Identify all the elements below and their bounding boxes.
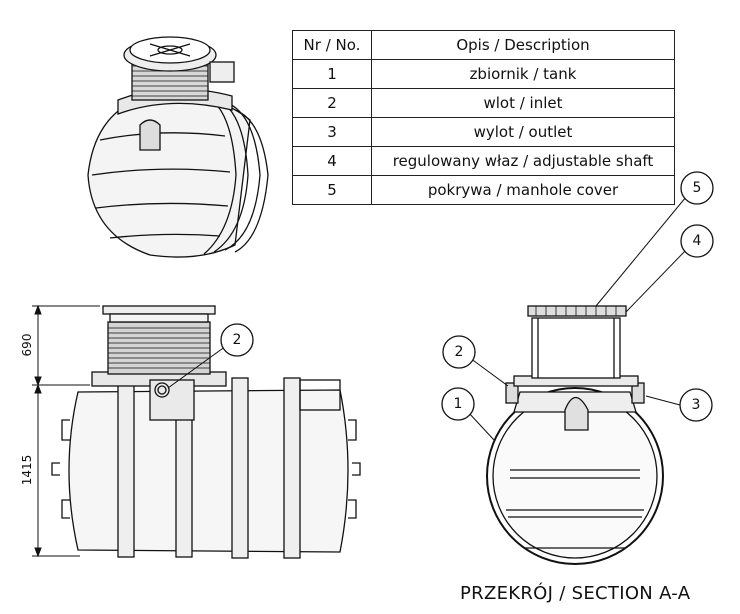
row-no: 4 bbox=[292, 146, 372, 176]
callout-label-front-shaft: 4 bbox=[693, 233, 702, 249]
callout-front-tank bbox=[441, 387, 475, 421]
row-no: 2 bbox=[292, 88, 372, 118]
table-row: 4 regulowany właz / adjustable shaft bbox=[292, 146, 675, 176]
table-row: 2 wlot / inlet bbox=[292, 88, 675, 118]
row-no: 5 bbox=[292, 175, 372, 205]
side-tank-view bbox=[32, 304, 361, 559]
isometric-tank-view bbox=[87, 36, 269, 258]
row-description: wlot / inlet bbox=[371, 88, 675, 118]
parts-table: Nr / No. Opis / Description 1 zbiornik /… bbox=[292, 30, 675, 205]
table-row: 1 zbiornik / tank bbox=[292, 59, 675, 89]
callout-label-front-tank: 1 bbox=[454, 396, 463, 412]
table-row: 5 pokrywa / manhole cover bbox=[292, 175, 675, 205]
row-no: 3 bbox=[292, 117, 372, 147]
callout-label-front-inlet: 2 bbox=[455, 344, 464, 360]
table-row: 3 wylot / outlet bbox=[292, 117, 675, 147]
row-description: regulowany właz / adjustable shaft bbox=[371, 146, 675, 176]
callout-front-cover bbox=[680, 171, 714, 205]
dimension-shaft-height: 690 bbox=[20, 334, 34, 357]
callout-label-front-cover: 5 bbox=[693, 180, 702, 196]
row-description: pokrywa / manhole cover bbox=[371, 175, 675, 205]
callout-front-shaft bbox=[680, 224, 714, 258]
callout-label-side-inlet: 2 bbox=[233, 332, 242, 348]
callout-front-inlet bbox=[442, 335, 476, 369]
row-no: 1 bbox=[292, 59, 372, 89]
callout-label-front-outlet: 3 bbox=[692, 397, 701, 413]
parts-table-header: Nr / No. Opis / Description bbox=[292, 30, 675, 60]
row-description: zbiornik / tank bbox=[371, 59, 675, 89]
dimension-tank-height: 1415 bbox=[20, 455, 34, 486]
header-no: Nr / No. bbox=[292, 30, 372, 60]
section-title: PRZEKRÓJ / SECTION A-A bbox=[460, 583, 691, 604]
callout-side-inlet bbox=[220, 323, 254, 357]
row-description: wylot / outlet bbox=[371, 117, 675, 147]
section-tank-view bbox=[441, 171, 714, 565]
callout-front-outlet bbox=[679, 388, 713, 422]
header-description: Opis / Description bbox=[371, 30, 675, 60]
